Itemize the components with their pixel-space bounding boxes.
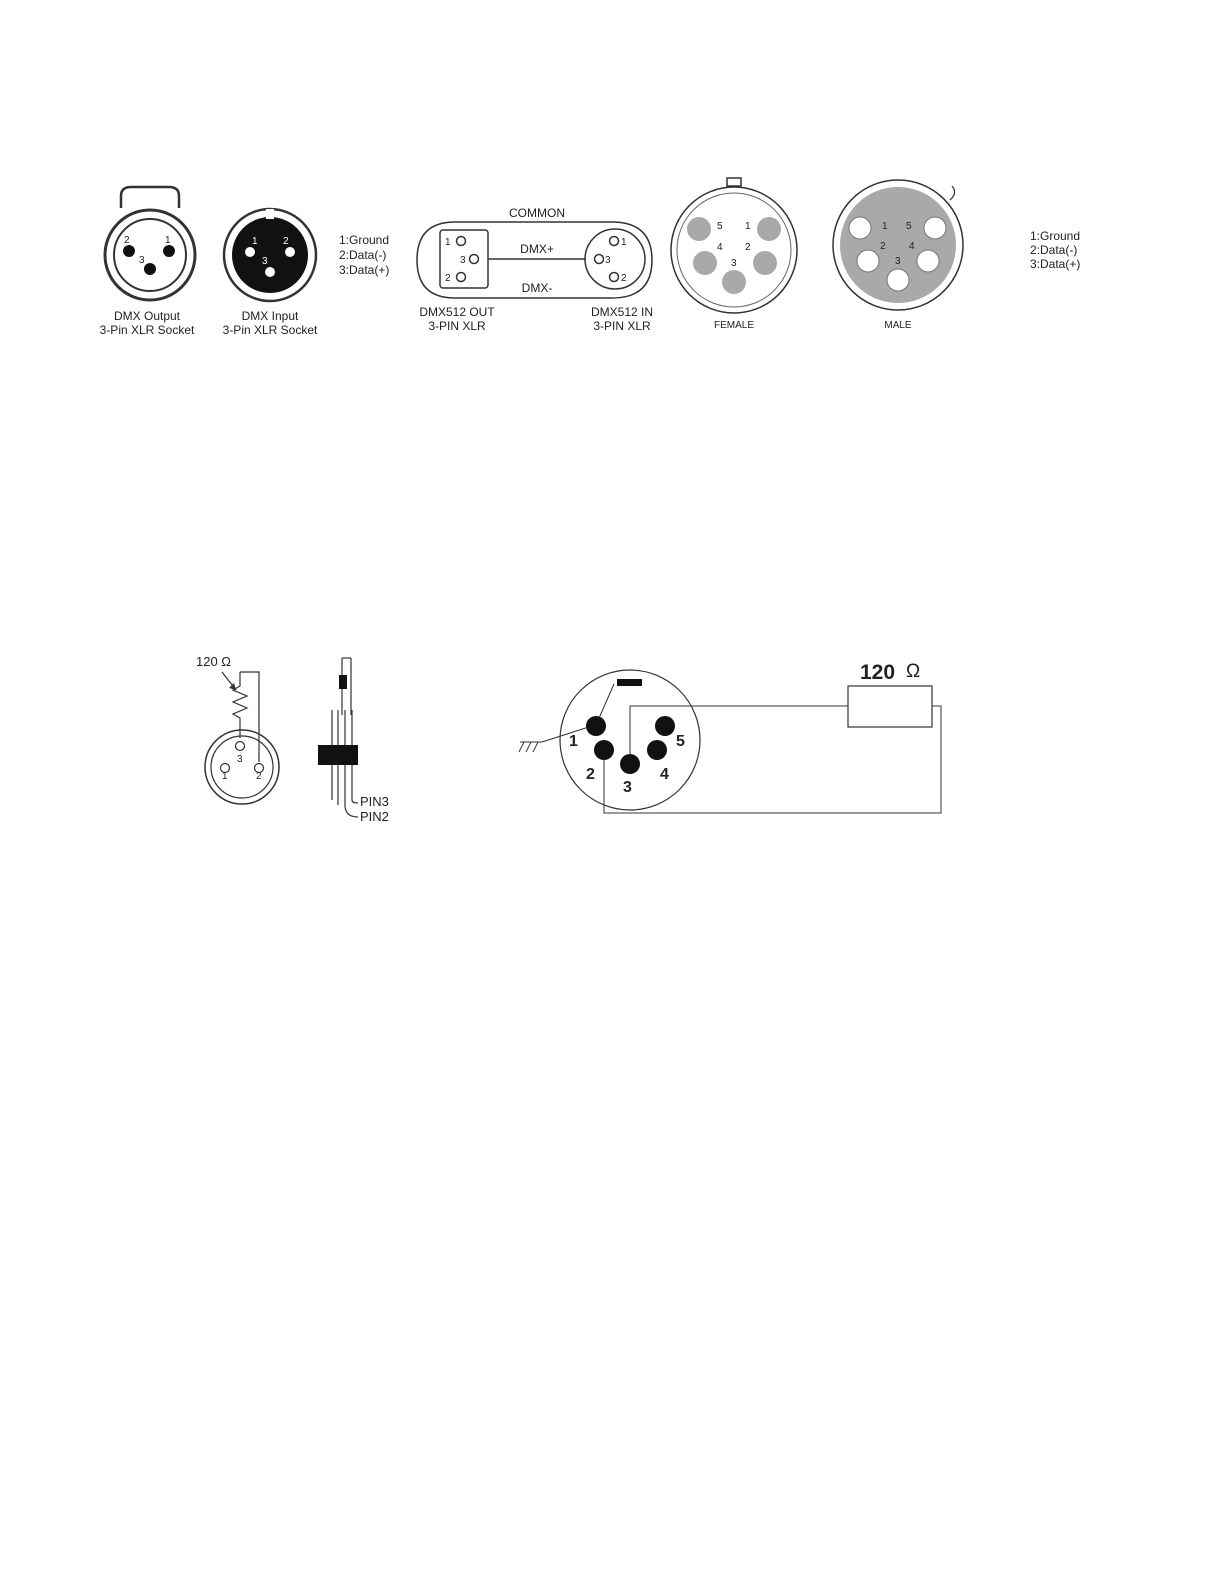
cable-common-label: COMMON	[509, 206, 565, 220]
xlr5-male-connector: 1 5 2 4 3	[833, 180, 963, 310]
male-pin-label-5: 5	[906, 221, 912, 232]
cable-dmx-minus-label: DMX-	[522, 281, 553, 295]
xlr5-legend-data-plus: 3:Data(+)	[1030, 257, 1080, 271]
dmx-input-socket: 1 2 3	[224, 209, 316, 301]
term5-pin-label-4: 4	[660, 766, 669, 783]
xlr3-plug-side-view	[318, 658, 358, 817]
cable-in-pin-1: 1	[621, 237, 627, 248]
cable-out-pin-3: 3	[460, 255, 466, 266]
female-pin-1	[757, 217, 781, 241]
cable-in-pin-2: 2	[621, 273, 627, 284]
cable-out-pin-2: 2	[445, 273, 451, 284]
term5-pin-5	[655, 716, 675, 736]
term3-pin-label-1: 1	[222, 771, 228, 782]
output-pin-label-1: 1	[165, 235, 171, 246]
output-pin-label-2: 2	[124, 235, 130, 246]
term5-resistor-value: 120	[860, 661, 895, 684]
input-pin-3	[265, 267, 275, 277]
female-pin-label-5: 5	[717, 221, 723, 232]
xlr3-legend-data-plus: 3:Data(+)	[339, 263, 389, 277]
key-notch	[617, 679, 642, 686]
male-pin-label-1: 1	[882, 221, 888, 232]
pin3-label: PIN3	[360, 794, 389, 809]
female-label: FEMALE	[714, 320, 754, 331]
term5-pin-label-1: 1	[569, 733, 578, 750]
female-pin-label-3: 3	[731, 258, 737, 269]
male-pin-label-3: 3	[895, 256, 901, 267]
cable-out-pin-1: 1	[445, 237, 451, 248]
term5-pin-3	[620, 754, 640, 774]
cable-in-pin-3: 3	[605, 255, 611, 266]
xlr5-female-connector: 5 1 4 2 3	[671, 178, 797, 313]
input-pin-2	[285, 247, 295, 257]
term5-pin-label-2: 2	[586, 766, 595, 783]
term5-pin-label-5: 5	[676, 733, 685, 750]
output-pin-label-3: 3	[139, 255, 145, 266]
xlr5-legend-data-minus: 2:Data(-)	[1030, 243, 1077, 257]
male-pin-label-4: 4	[909, 241, 915, 252]
male-pin-3	[887, 269, 909, 291]
male-pin-5	[924, 217, 946, 239]
female-pin-3	[722, 270, 746, 294]
term5-pin-4	[647, 740, 667, 760]
cable-dmx-plus-label: DMX+	[520, 242, 554, 256]
xlr3-legend-ground: 1:Ground	[339, 233, 389, 247]
male-pin-4	[917, 250, 939, 272]
output-pin-2	[123, 245, 135, 257]
male-pin-1	[849, 217, 871, 239]
xlr3-legend-data-minus: 2:Data(-)	[339, 248, 386, 262]
term3-pin-label-3: 3	[237, 754, 243, 765]
cable-out-caption-2: 3-PIN XLR	[428, 319, 486, 333]
male-label: MALE	[884, 320, 912, 331]
female-pin-5	[687, 217, 711, 241]
output-caption-line-1: DMX Output	[114, 309, 181, 323]
input-pin-label-2: 2	[283, 236, 289, 247]
female-pin-4	[693, 251, 717, 275]
term3-resistor-label: 120 Ω	[196, 654, 231, 669]
cable-in-caption-2: 3-PIN XLR	[593, 319, 651, 333]
input-pin-label-3: 3	[262, 256, 268, 267]
dmx-output-socket: 2 1 3	[105, 187, 195, 300]
pin2-label: PIN2	[360, 809, 389, 824]
input-caption-line-2: 3-Pin XLR Socket	[223, 323, 318, 337]
female-pin-label-2: 2	[745, 242, 751, 253]
input-pin-label-1: 1	[252, 236, 258, 247]
term5-pin-label-3: 3	[623, 779, 632, 796]
resistor-box	[848, 686, 932, 727]
input-caption-line-1: DMX Input	[242, 309, 299, 323]
cable-out-caption-1: DMX512 OUT	[419, 305, 495, 319]
male-pin-label-2: 2	[880, 241, 886, 252]
female-pin-label-4: 4	[717, 242, 723, 253]
female-pin-2	[753, 251, 777, 275]
female-pin-label-1: 1	[745, 221, 751, 232]
output-pin-1	[163, 245, 175, 257]
xlr3-terminator-diagram: 3 1 2	[205, 672, 279, 804]
term3-pin-label-2: 2	[256, 771, 262, 782]
input-pin-1	[245, 247, 255, 257]
term5-ohm-symbol: Ω	[906, 661, 920, 682]
cable-in-caption-1: DMX512 IN	[591, 305, 653, 319]
term5-pin-2	[594, 740, 614, 760]
output-caption-line-2: 3-Pin XLR Socket	[100, 323, 195, 337]
output-pin-3	[144, 263, 156, 275]
term5-pin-1	[586, 716, 606, 736]
xlr5-terminator-diagram	[519, 670, 941, 813]
male-pin-2	[857, 250, 879, 272]
xlr5-legend-ground: 1:Ground	[1030, 229, 1080, 243]
